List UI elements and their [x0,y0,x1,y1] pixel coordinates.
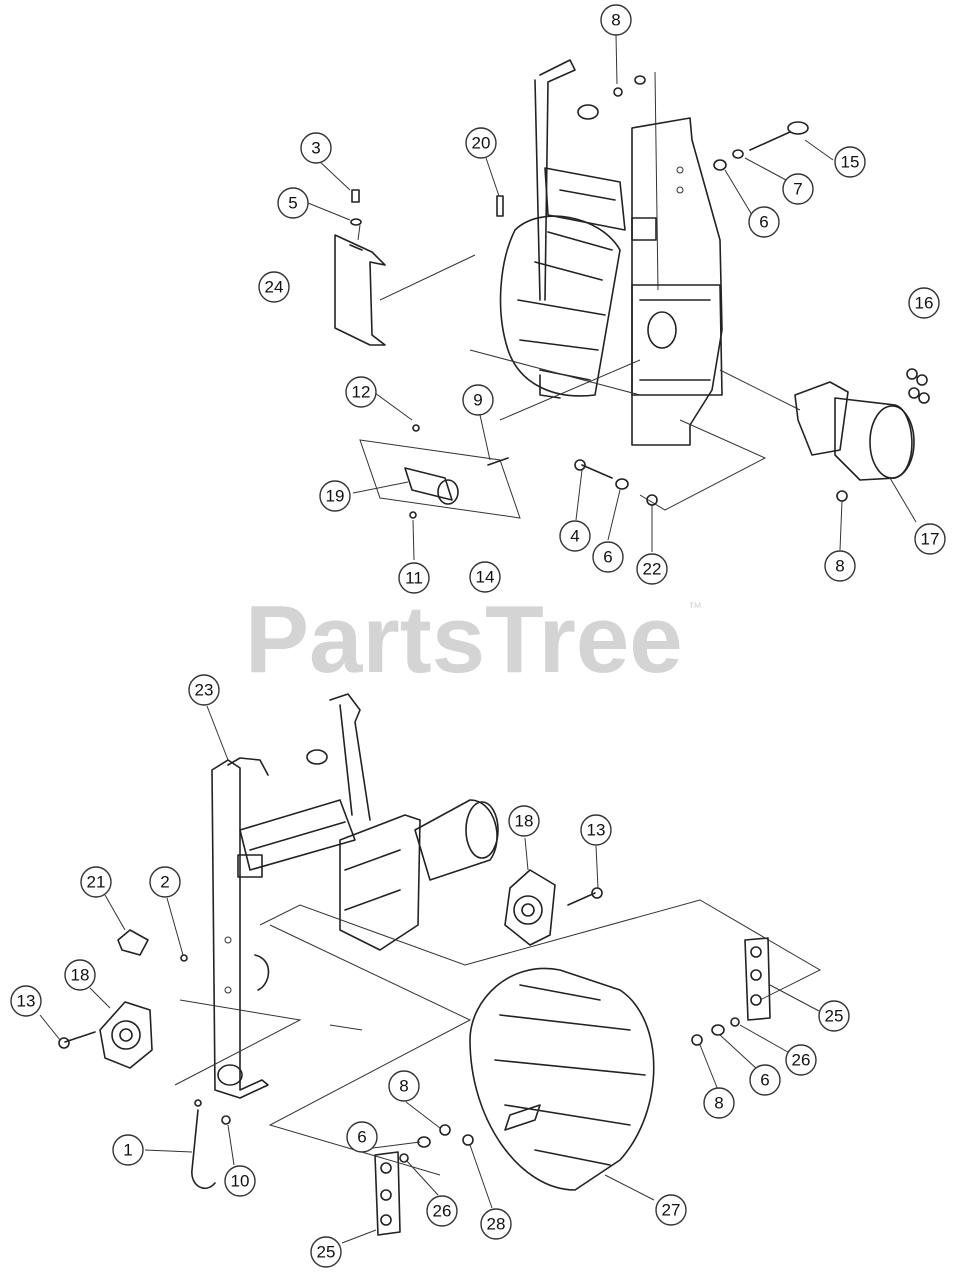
callout-2[interactable]: 2 [149,866,181,898]
callout-6[interactable]: 6 [749,1064,781,1096]
bottom-assembly [58,693,822,1236]
callout-12[interactable]: 12 [345,376,377,408]
callout-14[interactable]: 14 [469,561,501,593]
svg-text:13: 13 [587,821,606,840]
callout-8[interactable]: 8 [703,1087,735,1119]
callout-19[interactable]: 19 [319,480,351,512]
callout-6[interactable]: 6 [346,1121,378,1153]
svg-text:5: 5 [288,194,297,213]
svg-text:13: 13 [17,992,36,1011]
svg-text:2: 2 [160,873,169,892]
svg-text:12: 12 [352,383,371,402]
svg-text:25: 25 [317,1243,336,1262]
callout-3[interactable]: 3 [300,132,332,164]
callout-7[interactable]: 7 [782,173,814,205]
callout-6[interactable]: 6 [748,206,780,238]
svg-text:7: 7 [793,180,802,199]
svg-text:26: 26 [792,1051,811,1070]
callout-11[interactable]: 11 [398,562,430,594]
callout-5[interactable]: 5 [277,187,309,219]
svg-text:27: 27 [662,1201,681,1220]
svg-text:11: 11 [405,569,423,588]
svg-text:6: 6 [603,548,612,567]
callout-1[interactable]: 1 [112,1134,144,1166]
callout-21[interactable]: 21 [80,866,112,898]
svg-text:25: 25 [825,1007,844,1026]
svg-text:17: 17 [921,530,940,549]
svg-text:9: 9 [473,391,482,410]
svg-text:4: 4 [570,527,579,546]
callout-20[interactable]: 20 [465,127,497,159]
callout-23[interactable]: 23 [188,674,220,706]
svg-text:8: 8 [611,11,620,30]
svg-text:10: 10 [231,1172,250,1191]
callout-9[interactable]: 9 [462,384,494,416]
svg-text:22: 22 [643,560,662,579]
watermark-text: PartsTree [245,586,683,693]
callout-4[interactable]: 4 [559,520,591,552]
svg-text:24: 24 [265,278,284,297]
callout-15[interactable]: 15 [834,146,866,178]
callout-18[interactable]: 18 [64,959,96,991]
top-assembly [334,59,930,519]
svg-text:1: 1 [123,1141,132,1160]
svg-text:8: 8 [835,557,844,576]
callout-8[interactable]: 8 [388,1070,420,1102]
callout-18[interactable]: 18 [508,805,540,837]
svg-text:28: 28 [487,1215,506,1234]
svg-text:18: 18 [71,966,90,985]
callout-26[interactable]: 26 [785,1044,817,1076]
callout-6[interactable]: 6 [592,541,624,573]
svg-text:26: 26 [433,1202,452,1221]
callout-17[interactable]: 17 [914,523,946,555]
svg-text:6: 6 [760,1071,769,1090]
callout-13[interactable]: 13 [580,814,612,846]
svg-text:19: 19 [326,487,345,506]
callout-8[interactable]: 8 [600,4,632,36]
svg-text:8: 8 [399,1077,408,1096]
watermark-trademark: ™ [688,599,702,615]
svg-text:20: 20 [472,134,491,153]
svg-text:16: 16 [915,294,934,313]
callout-25[interactable]: 25 [310,1236,342,1268]
callout-13[interactable]: 13 [10,985,42,1017]
callout-24[interactable]: 24 [258,271,290,303]
callout-27[interactable]: 27 [655,1194,687,1226]
callout-16[interactable]: 16 [908,287,940,319]
svg-text:14: 14 [476,568,495,587]
svg-text:21: 21 [87,873,106,892]
svg-text:8: 8 [714,1094,723,1113]
callout-8[interactable]: 8 [824,550,856,582]
callout-10[interactable]: 10 [224,1165,256,1197]
svg-text:18: 18 [515,812,534,831]
svg-text:15: 15 [841,153,860,172]
leader-lines [39,34,917,1244]
svg-text:6: 6 [759,213,768,232]
callout-26[interactable]: 26 [426,1195,458,1227]
callout-25[interactable]: 25 [818,1000,850,1032]
svg-text:23: 23 [195,681,214,700]
callout-28[interactable]: 28 [480,1208,512,1240]
svg-text:3: 3 [311,139,320,158]
svg-text:6: 6 [357,1128,366,1147]
callout-22[interactable]: 22 [636,553,668,585]
callouts: 8 20 3 5 24 15 7 6 16 12 9 19 11 14 4 6 … [10,4,946,1268]
